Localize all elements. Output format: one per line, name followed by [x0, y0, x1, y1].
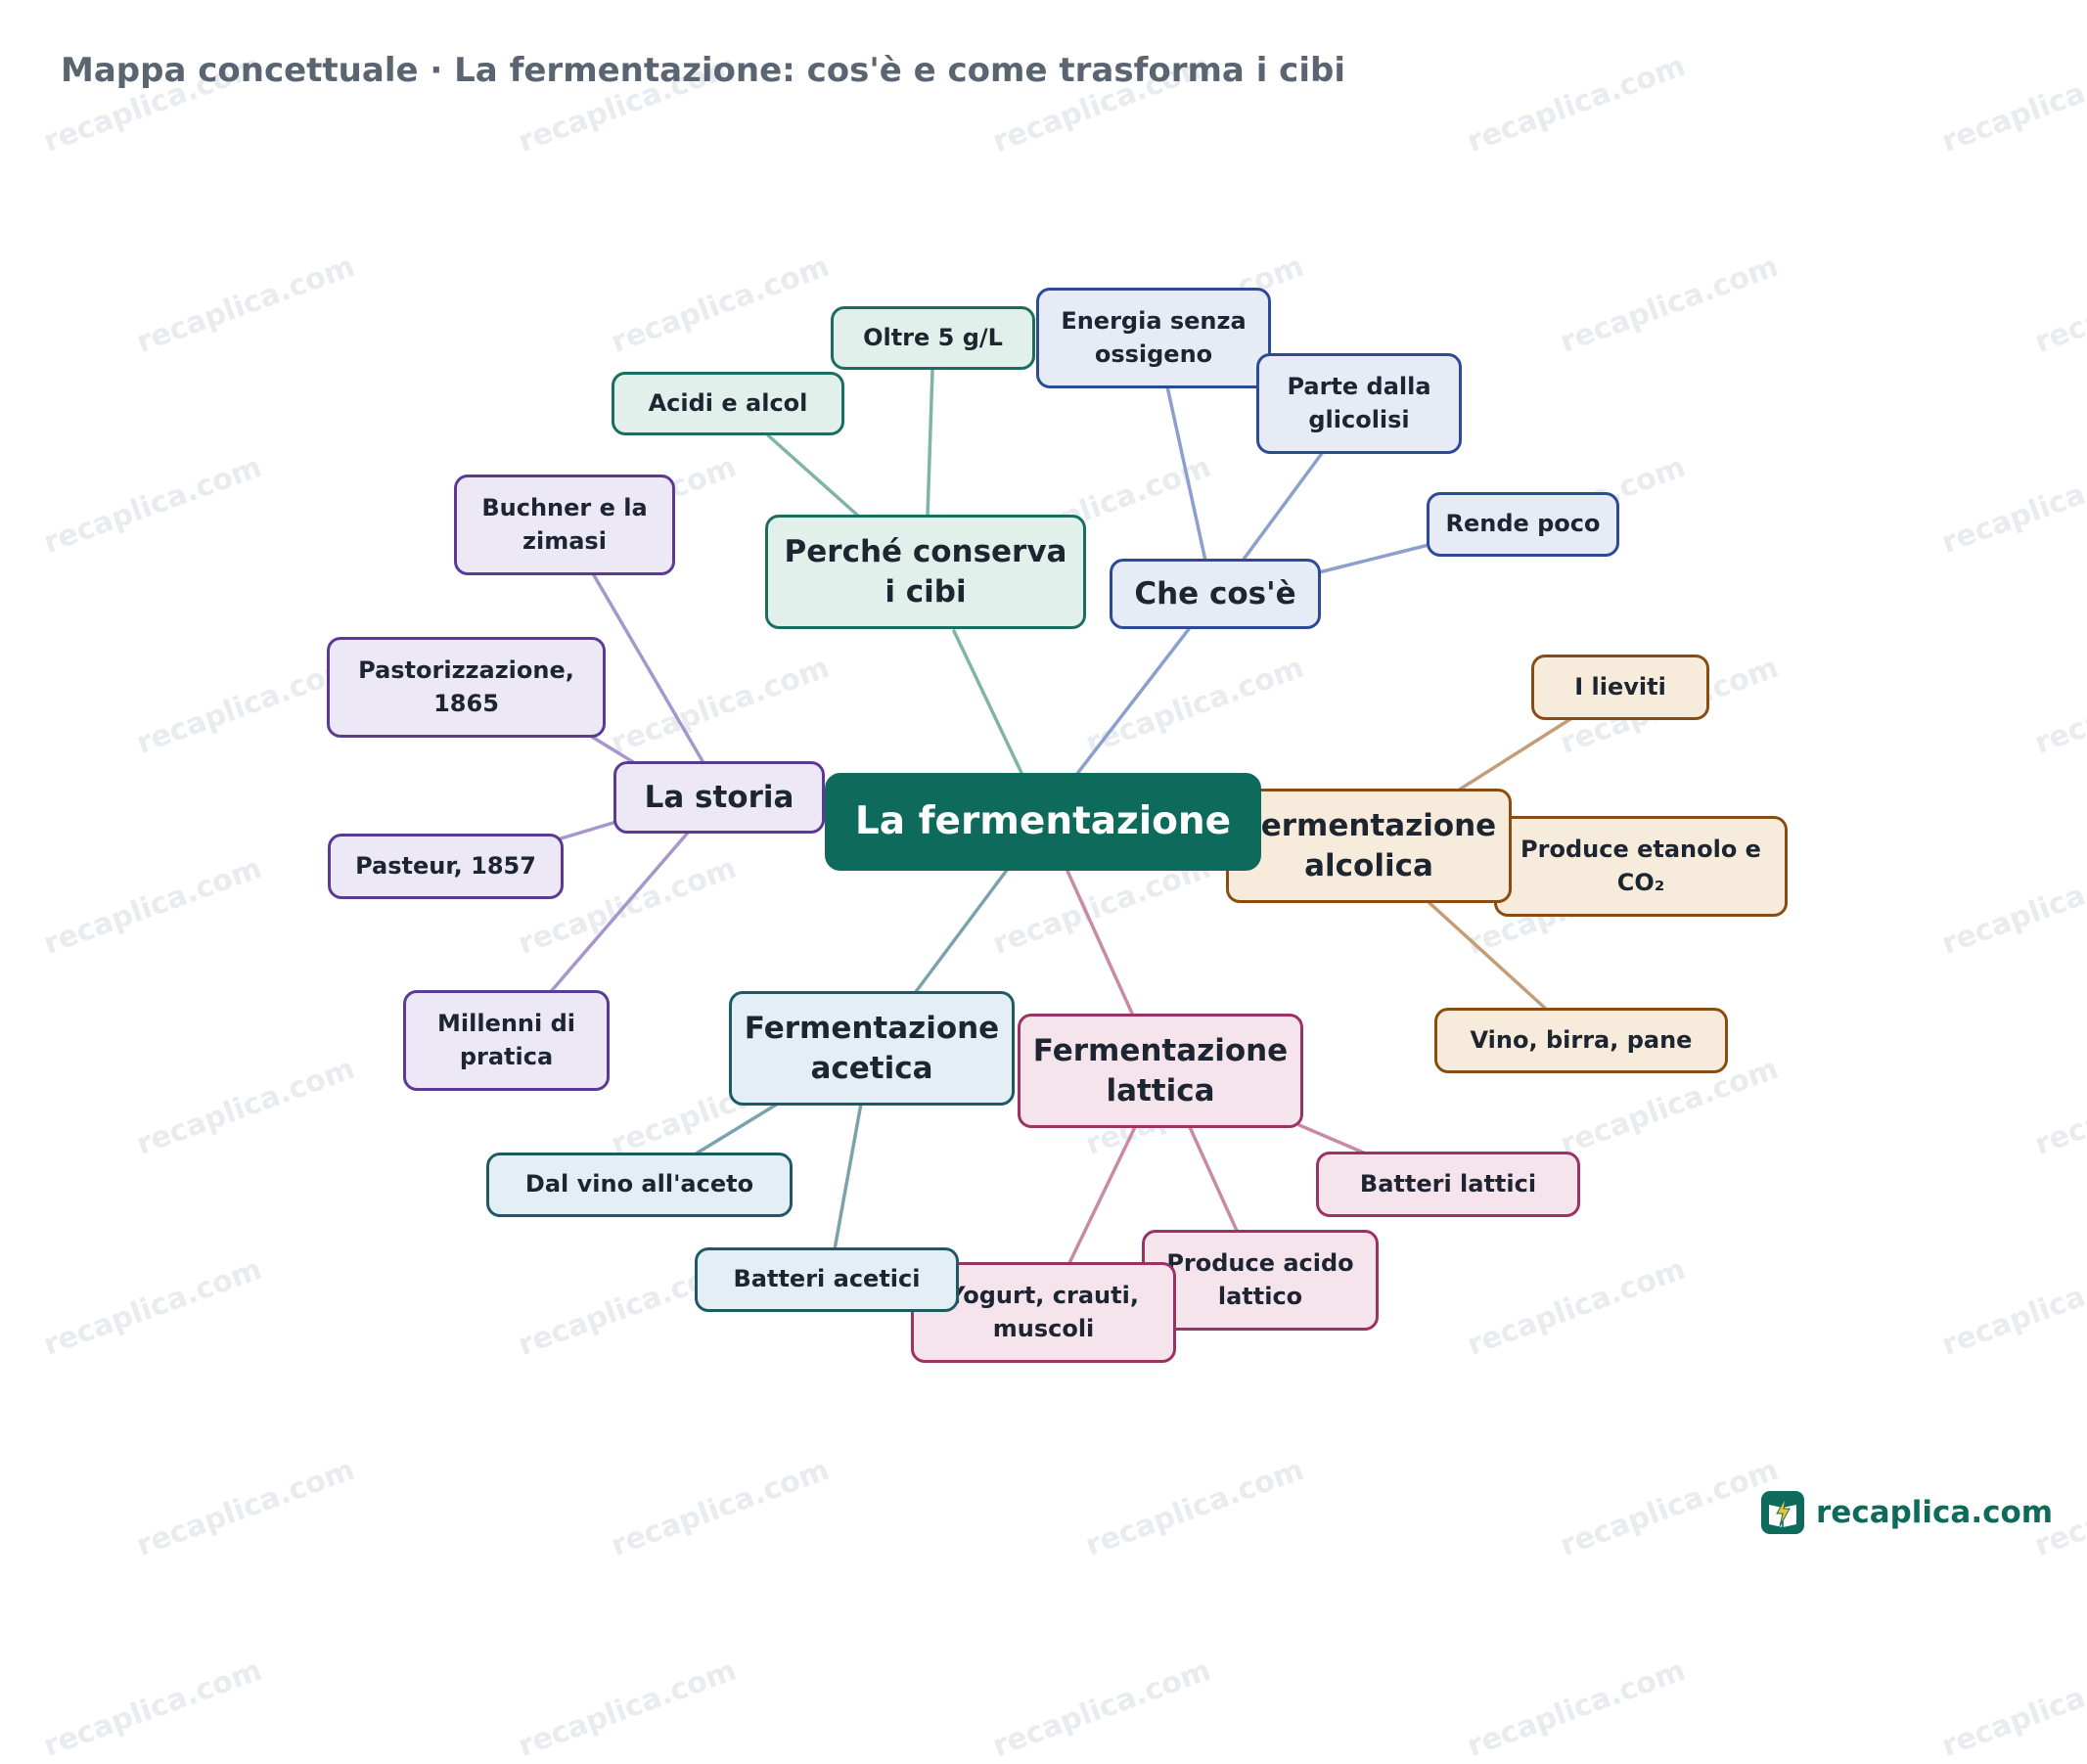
- edge-storia-pasteur: [556, 820, 618, 841]
- watermark-text: recaplica.com: [1937, 1652, 2087, 1764]
- leaf-buchner-zimasi: Buchner e la zimasi: [454, 475, 675, 575]
- watermark-text: recaplica.com: [39, 1652, 267, 1764]
- leaf-pastorizzazione-1865: Pastorizzazione, 1865: [327, 637, 606, 738]
- leaf-acidi-e-alcol: Acidi e alcol: [612, 372, 844, 435]
- edge-lattica-yogurt: [1066, 1125, 1137, 1267]
- leaf-pasteur-1857: Pasteur, 1857: [328, 834, 564, 899]
- edge-center-acetica: [913, 867, 1010, 995]
- branch-la-storia: La storia: [613, 761, 825, 834]
- leaf-i-lieviti: I lieviti: [1531, 655, 1709, 720]
- brand-name: recaplica.com: [1816, 1495, 2054, 1530]
- branch-perche-conserva-i-cibi: Perché conserva i cibi: [765, 515, 1086, 629]
- connector-lines: [546, 368, 1572, 1267]
- edge-alcolica-lieviti: [1456, 717, 1572, 792]
- edge-perche-oltre: [926, 368, 934, 519]
- edge-storia-millenni: [546, 831, 690, 997]
- edge-acetica-batteri: [833, 1102, 863, 1251]
- center-node: La fermentazione: [825, 773, 1261, 871]
- brand-logo[interactable]: recaplica.com: [1761, 1490, 2053, 1535]
- edge-center-perche: [952, 629, 1024, 777]
- branch-fermentazione-acetica: Fermentazione acetica: [729, 991, 1015, 1106]
- leaf-batteri-acetici: Batteri acetici: [695, 1247, 959, 1312]
- watermark-text: recaplica.com: [988, 1652, 1216, 1764]
- edge-center-lattica: [1065, 867, 1135, 1018]
- edge-lattica-batteri: [1297, 1123, 1370, 1156]
- leaf-batteri-lattici: Batteri lattici: [1316, 1152, 1580, 1217]
- leaf-produce-acido-lattico: Produce acido lattico: [1142, 1230, 1379, 1331]
- edge-lattica-acido: [1188, 1125, 1240, 1235]
- leaf-dal-vino-all-aceto: Dal vino all'aceto: [486, 1153, 793, 1217]
- edge-checose-rende: [1317, 543, 1430, 574]
- edge-checose-energia: [1165, 384, 1207, 563]
- edge-perche-acidi: [766, 433, 861, 519]
- edge-acetica-vino: [693, 1102, 780, 1156]
- branch-fermentazione-alcolica: Fermentazione alcolica: [1226, 789, 1512, 903]
- leaf-millenni-di-pratica: Millenni di pratica: [403, 990, 610, 1091]
- branch-fermentazione-lattica: Fermentazione lattica: [1018, 1014, 1303, 1128]
- leaf-energia-senza-ossigeno: Energia senza ossigeno: [1036, 288, 1271, 388]
- watermark-text: recaplica.com: [1463, 1652, 1691, 1764]
- leaf-parte-dalla-glicolisi: Parte dalla glicolisi: [1256, 353, 1462, 454]
- edge-alcolica-vino: [1427, 900, 1550, 1013]
- leaf-vino-birra-pane: Vino, birra, pane: [1434, 1008, 1728, 1073]
- leaf-rende-poco: Rende poco: [1427, 492, 1619, 557]
- edge-storia-buchner: [592, 573, 704, 763]
- edge-checose-parte: [1241, 450, 1325, 563]
- page-title: Mappa concettuale · La fermentazione: co…: [61, 51, 1345, 90]
- watermark-text: recaplica.com: [514, 1652, 742, 1764]
- book-lightning-icon: [1761, 1491, 1804, 1534]
- branch-che-cos-e: Che cos'è: [1110, 559, 1321, 629]
- edge-center-checose: [1074, 627, 1191, 777]
- leaf-produce-etanolo-co2: Produce etanolo e CO₂: [1494, 816, 1788, 917]
- leaf-oltre-5-g-l: Oltre 5 g/L: [831, 306, 1035, 370]
